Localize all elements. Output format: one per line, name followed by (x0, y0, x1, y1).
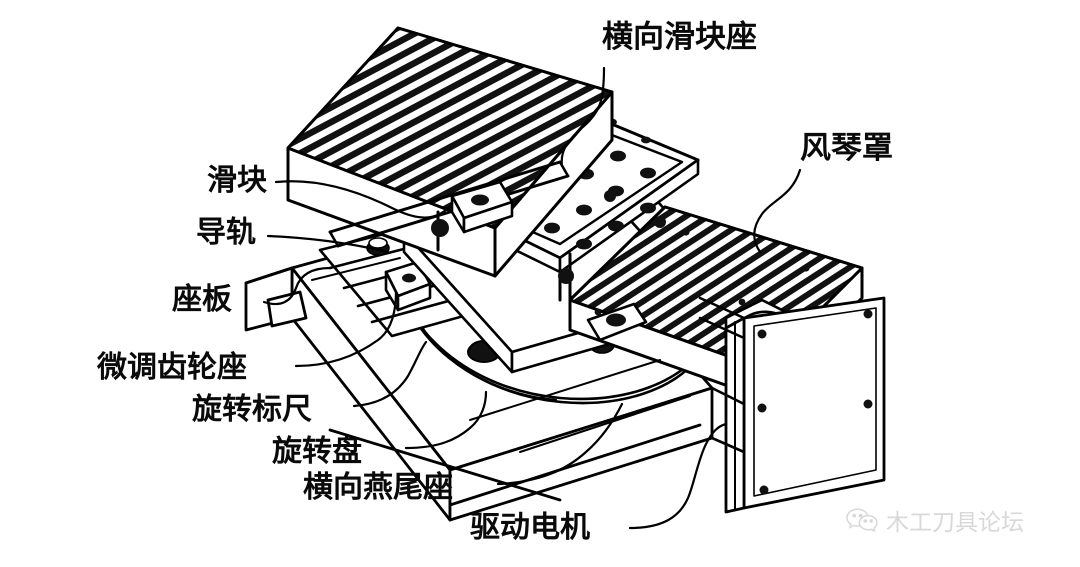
label-bellows-cover: 风琴罩 (800, 130, 893, 166)
label-guide-rail: 导轨 (196, 215, 256, 250)
right-frame-leg (698, 296, 746, 454)
label-base-plate: 座板 (172, 282, 232, 317)
leader-lines (262, 66, 802, 530)
label-rotary-scale: 旋转标尺 (192, 392, 312, 427)
label-transverse-slide-seat: 横向滑块座 (602, 19, 757, 55)
label-drive-motor: 驱动电机 (470, 510, 590, 545)
wechat-icon (846, 508, 878, 533)
slider-block (450, 180, 514, 234)
watermark: 木工刀具论坛 (845, 503, 1024, 537)
label-rotary-table: 旋转盘 (272, 434, 362, 469)
watermark-text: 木工刀具论坛 (886, 510, 1024, 536)
label-transverse-dovetail-seat: 横向燕尾座 (303, 470, 453, 505)
drive-motor-housing (724, 296, 886, 514)
label-fine-adjust-gear-seat: 微调齿轮座 (97, 350, 247, 385)
rail-clamp (586, 302, 648, 342)
label-slider: 滑块 (207, 163, 267, 198)
bed-detail-lines (311, 257, 691, 453)
